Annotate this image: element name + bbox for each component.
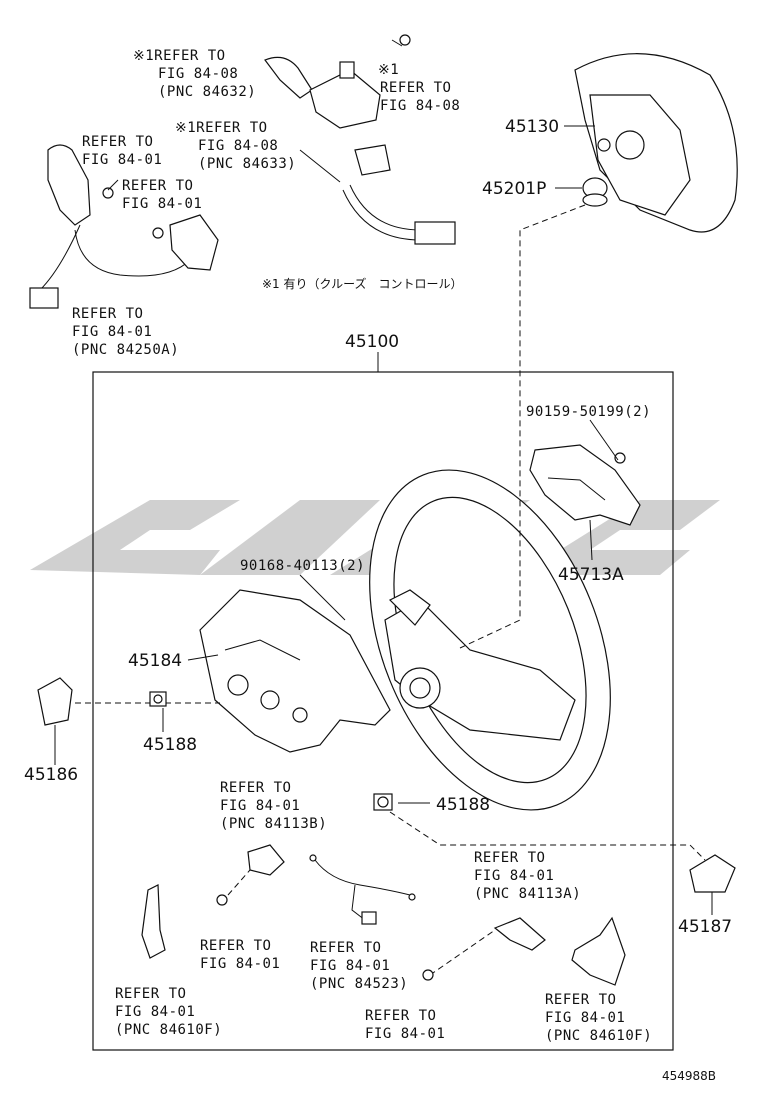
lower-cover	[199, 589, 391, 753]
cover-45187	[689, 854, 736, 893]
ref-label-84610f-right: REFER TO FIG 84-01 (PNC 84610F)	[545, 992, 652, 1044]
ref-label-84632: ※1REFER TO FIG 84-08 (PNC 84632)	[133, 48, 256, 100]
part-label-45188-lower: 45188	[436, 795, 490, 815]
svg-text:FIG 84-01: FIG 84-01	[220, 798, 300, 814]
svg-text:FIG 84-01: FIG 84-01	[474, 868, 554, 884]
assembly-part-number: 45100	[345, 332, 399, 352]
ref-label-84-01-a: REFER TO FIG 84-01	[82, 134, 162, 168]
svg-text:REFER TO: REFER TO	[82, 134, 153, 150]
assembly-frame	[92, 371, 674, 1051]
catalog-code: 454988B	[662, 1069, 716, 1083]
svg-text:(PNC 84113A): (PNC 84113A)	[474, 886, 581, 902]
svg-text:FIG 84-01: FIG 84-01	[365, 1026, 445, 1042]
svg-text:(PNC 84523): (PNC 84523)	[310, 976, 408, 992]
horn-wire	[309, 854, 416, 925]
ref-label-84-01-d: REFER TO FIG 84-01	[365, 1008, 445, 1042]
svg-text:REFER TO: REFER TO	[545, 992, 616, 1008]
svg-text:REFER TO: REFER TO	[310, 940, 381, 956]
screw-45188-left	[149, 691, 167, 707]
ref-label-84633: ※1REFER TO FIG 84-08 (PNC 84633)	[175, 120, 296, 172]
svg-text:(PNC 84113B): (PNC 84113B)	[220, 816, 327, 832]
horn-bracket	[422, 917, 546, 981]
svg-text:※1: ※1	[378, 62, 399, 78]
part-label-45201p: 45201P	[482, 179, 546, 199]
svg-text:FIG 84-01: FIG 84-01	[310, 958, 390, 974]
svg-text:FIG 84-08: FIG 84-08	[198, 138, 278, 154]
ref-label-84113b: REFER TO FIG 84-01 (PNC 84113B)	[220, 780, 327, 832]
svg-text:※1REFER TO: ※1REFER TO	[133, 48, 226, 64]
svg-text:REFER TO: REFER TO	[365, 1008, 436, 1024]
airbag-module	[574, 53, 738, 233]
ref-label-84523: REFER TO FIG 84-01 (PNC 84523)	[310, 940, 408, 992]
bolt-label-90168: 90168-40113(2)	[240, 558, 365, 574]
ref-label-84-01-c: REFER TO FIG 84-01	[200, 938, 280, 972]
svg-text:(PNC 84610F): (PNC 84610F)	[115, 1022, 222, 1038]
svg-text:(PNC 84632): (PNC 84632)	[158, 84, 256, 100]
svg-text:FIG 84-01: FIG 84-01	[72, 324, 152, 340]
cover-45186	[37, 677, 73, 726]
steering-wheel	[369, 469, 611, 811]
svg-text:FIG 84-01: FIG 84-01	[115, 1004, 195, 1020]
part-label-45188-left: 45188	[143, 735, 197, 755]
paddle-right	[571, 916, 626, 986]
svg-text:FIG 84-01: FIG 84-01	[82, 152, 162, 168]
svg-text:(PNC 84250A): (PNC 84250A)	[72, 342, 179, 358]
part-label-45187: 45187	[678, 917, 732, 937]
ref-label-84250a: REFER TO FIG 84-01 (PNC 84250A)	[72, 306, 179, 358]
part-label-45186: 45186	[24, 765, 78, 785]
svg-text:FIG 84-01: FIG 84-01	[200, 956, 280, 972]
svg-text:FIG 84-01: FIG 84-01	[545, 1010, 625, 1026]
cruise-control-note: ※1 有り（クルーズ コントロール）	[262, 276, 463, 291]
bolt-label-90159: 90159-50199(2)	[526, 404, 651, 420]
ref-label-84610f-left: REFER TO FIG 84-01 (PNC 84610F)	[115, 986, 222, 1038]
ref-label-84113a: REFER TO FIG 84-01 (PNC 84113A)	[474, 850, 581, 902]
part-label-45130: 45130	[505, 117, 559, 137]
leader-lines	[54, 125, 713, 915]
cruise-switch	[264, 34, 411, 129]
svg-text:REFER TO: REFER TO	[474, 850, 545, 866]
svg-text:REFER TO: REFER TO	[220, 780, 291, 796]
lower-cover-dash	[389, 811, 706, 861]
svg-text:REFER TO: REFER TO	[72, 306, 143, 322]
svg-text:FIG 84-08: FIG 84-08	[380, 98, 460, 114]
svg-text:(PNC 84610F): (PNC 84610F)	[545, 1028, 652, 1044]
plug-part	[582, 177, 608, 207]
side-bracket	[529, 444, 641, 561]
ref-label-84-01-b: REFER TO FIG 84-01	[122, 178, 202, 212]
svg-text:(PNC 84633): (PNC 84633)	[198, 156, 296, 172]
svg-text:REFER TO: REFER TO	[380, 80, 451, 96]
left-switch-assembly	[29, 144, 219, 309]
plug-to-wheel-line	[459, 204, 586, 649]
svg-text:REFER TO: REFER TO	[115, 986, 186, 1002]
part-label-45713a: 45713A	[558, 565, 624, 585]
svg-text:REFER TO: REFER TO	[200, 938, 271, 954]
horn-contact	[216, 844, 285, 906]
paddle-left	[141, 884, 166, 959]
part-label-45184: 45184	[128, 651, 182, 671]
svg-text:REFER TO: REFER TO	[122, 178, 193, 194]
ref-label-84-08-b: ※1 REFER TO FIG 84-08	[378, 62, 460, 114]
clock-spring-wire	[342, 144, 456, 245]
svg-text:FIG 84-08: FIG 84-08	[158, 66, 238, 82]
svg-text:※1REFER TO: ※1REFER TO	[175, 120, 268, 136]
screw-45188-lower	[373, 793, 430, 811]
svg-text:FIG 84-01: FIG 84-01	[122, 196, 202, 212]
